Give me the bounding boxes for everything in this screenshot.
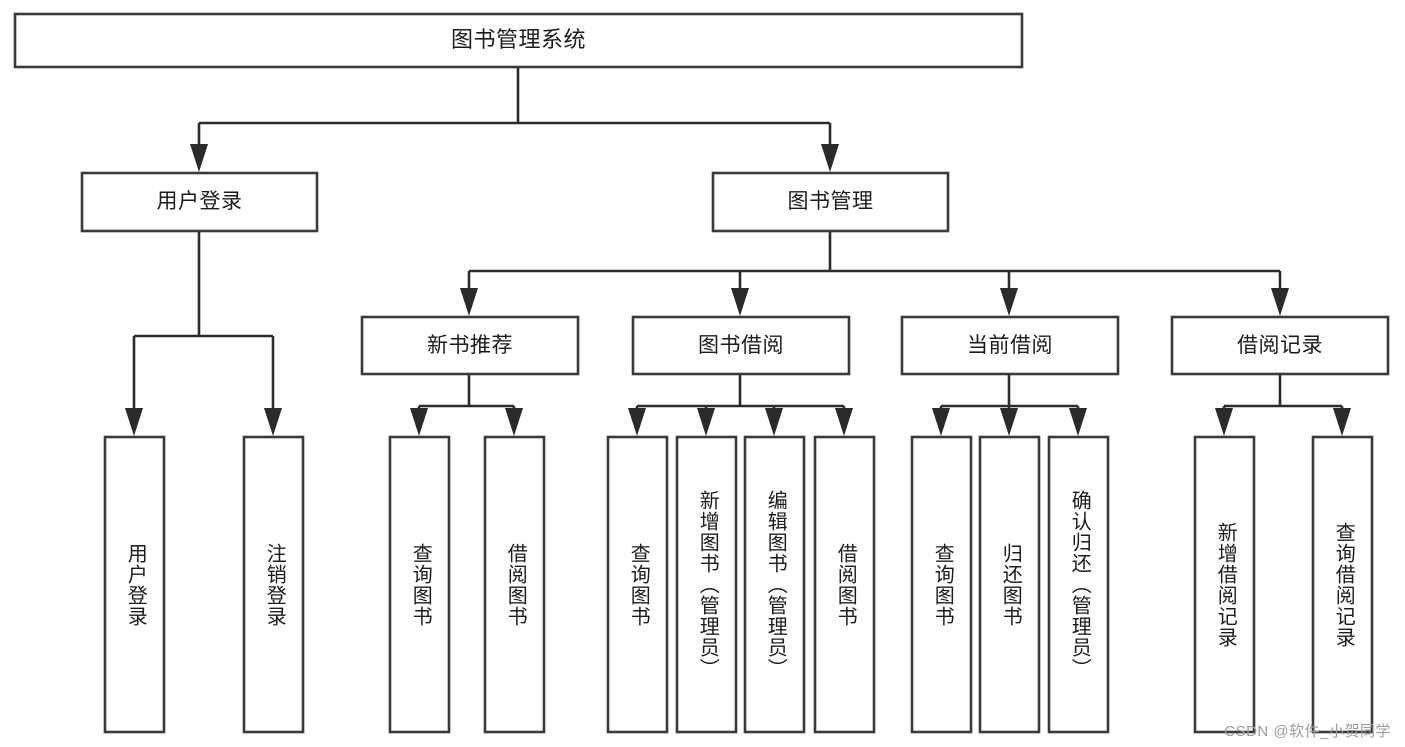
node-box-leaf-query-book-3[interactable] [910,435,973,734]
node-box-leaf-borrow-book-1[interactable] [483,435,546,734]
arrowhead-leaf-add-book [697,408,715,436]
node-box-leaf-edit-book[interactable] [743,435,806,734]
arrowhead-new-book [460,288,478,316]
arrowhead-leaf-query-record [1333,408,1351,436]
node-box-leaf-borrow-book-2[interactable] [813,435,876,734]
node-box-current-borrow[interactable] [900,315,1120,376]
arrowhead-leaf-query-book-3 [932,408,950,436]
node-box-leaf-query-book-2[interactable] [606,435,669,734]
arrowhead-leaf-borrow-book-2 [835,408,853,436]
node-box-root[interactable] [13,12,1024,69]
arrowhead-leaf-edit-book [765,408,783,436]
arrowhead-leaf-user-login [125,408,143,436]
arrowhead-user-login [190,144,208,172]
connectors-book-mgmt-to-level3 [460,231,1289,316]
arrowhead-leaf-query-book-1 [410,408,428,436]
connectors-borrow-record-to-leaves [1215,374,1351,436]
arrowhead-borrow-record [1271,288,1289,316]
node-box-leaf-query-record[interactable] [1311,435,1374,734]
node-box-leaf-confirm-return[interactable] [1047,435,1110,734]
node-box-book-management[interactable] [711,171,950,233]
node-box-user-login[interactable] [80,171,319,233]
arrowhead-leaf-query-book-2 [628,408,646,436]
node-box-leaf-return-book[interactable] [978,435,1041,734]
arrowhead-current-borrow [1000,288,1018,316]
arrowhead-book-mgmt [821,144,839,172]
connectors-root-to-level2 [190,67,839,172]
connectors-user-login-to-leaves [125,231,282,436]
node-box-leaf-logout[interactable] [242,435,305,734]
node-box-leaf-query-book-1[interactable] [388,435,451,734]
node-box-borrow-record[interactable] [1170,315,1390,376]
connectors-new-book-to-leaves [410,374,523,436]
connectors-book-borrow-to-leaves [628,374,853,436]
arrowhead-leaf-borrow-book-1 [505,408,523,436]
arrowhead-leaf-return-book [1000,408,1018,436]
node-box-new-book-recommend[interactable] [360,315,580,376]
node-box-leaf-user-login[interactable] [103,435,166,734]
connectors-current-borrow-to-leaves [932,374,1087,436]
arrowhead-book-borrow [731,288,749,316]
node-box-leaf-add-record[interactable] [1193,435,1256,734]
arrowhead-leaf-logout [264,408,282,436]
node-box-book-borrow[interactable] [631,315,851,376]
arrowhead-leaf-confirm-return [1069,408,1087,436]
node-box-leaf-add-book[interactable] [675,435,738,734]
arrowhead-leaf-add-record [1215,408,1233,436]
